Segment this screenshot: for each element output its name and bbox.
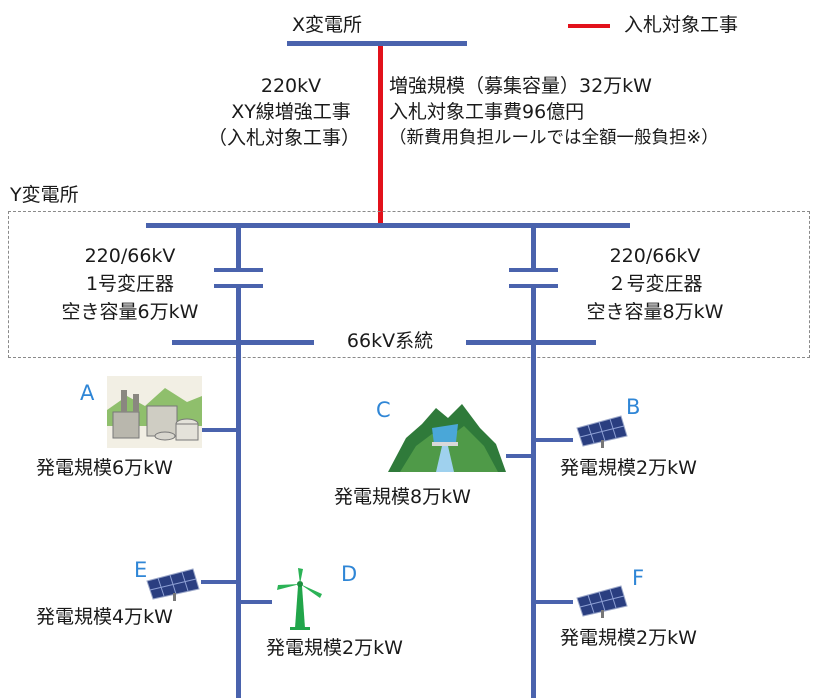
generator-b-scale: 発電規模2万kW (560, 457, 697, 479)
generator-e-label: E (134, 558, 148, 582)
system-66kv-label: 66kV系統 (346, 330, 434, 352)
y-220kv-bus (146, 223, 630, 228)
transformer-2-winding-upper (509, 268, 558, 272)
solar-panel-icon (576, 415, 628, 448)
generator-c-connection (506, 454, 531, 458)
y-substation-zone (8, 211, 810, 358)
y-substation-label: Y変電所 (10, 184, 79, 206)
generator-f-connection (536, 600, 573, 604)
generator-e-connection (201, 580, 236, 584)
line-project-note: （入札対象工事） (208, 127, 361, 149)
transformer-2-voltage: 220/66kV (609, 245, 701, 267)
generator-f-scale: 発電規模2万kW (560, 627, 697, 649)
line-voltage: 220kV (260, 75, 322, 97)
reinforcement-cost: 入札対象工事費96億円 (389, 101, 585, 123)
solar-panel-icon (146, 568, 200, 601)
generator-a-scale: 発電規模6万kW (36, 457, 173, 479)
generator-e-scale: 発電規模4万kW (36, 606, 173, 628)
x-substation-label: X変電所 (292, 14, 363, 36)
solar-panel-icon (576, 585, 628, 618)
transformer-2-upper-lead (531, 228, 536, 268)
xy-line-bid-target (378, 46, 383, 224)
transformer-1-upper-lead (236, 228, 241, 268)
transformer-1-capacity: 空き容量6万kW (61, 301, 199, 323)
transformer-1-voltage: 220/66kV (84, 245, 176, 267)
transformer-2-winding-lower (509, 284, 558, 288)
system-66kv-bus-right (466, 340, 596, 345)
reinforcement-scale: 増強規模（募集容量）32万kW (389, 75, 652, 97)
transformer-2-lower-lead (531, 288, 536, 698)
x-substation-bus (287, 41, 467, 46)
wind-turbine-icon (277, 568, 322, 630)
legend-red-line (568, 24, 610, 28)
generator-a-label: A (80, 381, 95, 405)
generator-f-label: F (632, 566, 645, 590)
line-project-name: XY線増強工事 (231, 101, 351, 123)
transformer-2-capacity: 空き容量8万kW (586, 301, 724, 323)
generator-b-connection (536, 438, 573, 442)
reinforcement-burden: （新費用負担ルールでは全額一般負担※） (389, 128, 719, 148)
hydro-dam-icon (388, 404, 506, 472)
transformer-1-lower-lead (236, 288, 241, 698)
transformer-1-winding-upper (214, 268, 263, 272)
transformer-1-name: 1号変圧器 (85, 273, 175, 295)
generator-c-label: C (376, 398, 391, 422)
generator-b-label: B (626, 395, 641, 419)
generator-d-scale: 発電規模2万kW (266, 637, 403, 659)
generator-a-connection (202, 428, 236, 432)
legend-label: 入札対象工事 (624, 14, 739, 36)
transformer-1-winding-lower (214, 284, 263, 288)
industrial-plant-icon (107, 376, 202, 448)
generator-d-connection (241, 600, 272, 604)
generator-c-scale: 発電規模8万kW (334, 486, 471, 508)
transformer-2-name: ２号変圧器 (607, 273, 703, 295)
generator-d-label: D (341, 562, 358, 586)
system-66kv-bus-left (172, 340, 314, 345)
